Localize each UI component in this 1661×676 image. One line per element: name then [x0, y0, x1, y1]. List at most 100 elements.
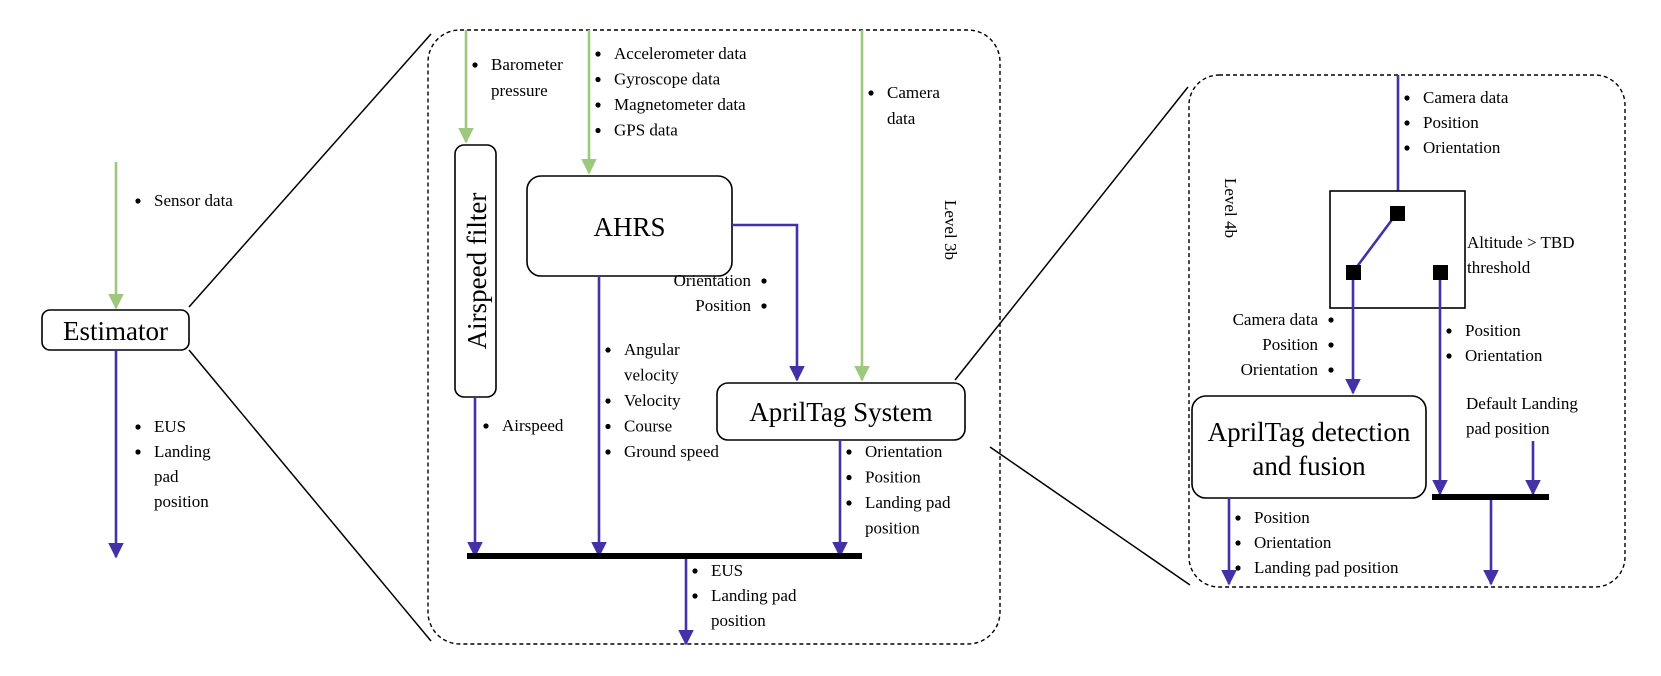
bullet-dot — [595, 51, 601, 57]
label-line: Default Landing — [1466, 394, 1578, 413]
zoom-line-top-4b — [954, 86, 1189, 381]
bullet-dot — [1404, 145, 1410, 151]
apriltag-detection-label-1: AprilTag detection — [1208, 417, 1411, 447]
label-line: position — [865, 519, 920, 538]
label-line: Altitude > TBD — [1467, 233, 1575, 252]
bullet-dot — [483, 423, 489, 429]
label-line: Sensor data — [154, 191, 233, 210]
bullet-dot — [846, 500, 852, 506]
bullet-dot — [595, 76, 601, 83]
bullet-dot — [761, 303, 767, 309]
label-line: Orientation — [1423, 138, 1501, 157]
bullet-dot — [1235, 540, 1241, 546]
bullet-dot — [595, 102, 601, 108]
switch-terminal-common — [1390, 206, 1405, 221]
label-line: Position — [1465, 321, 1521, 340]
label-line: Orientation — [1241, 360, 1319, 379]
label-line: Landing pad position — [1254, 558, 1399, 577]
bullet-dot — [1446, 353, 1452, 359]
level3b-container — [427, 29, 1001, 645]
label-line: Accelerometer data — [614, 44, 747, 63]
switch-terminal-left — [1346, 265, 1361, 280]
label-line: data — [887, 109, 916, 128]
level4b-label: Level 4b — [1221, 178, 1240, 238]
ahrs-to-apriltag-arrow — [732, 223, 805, 382]
label-line: Landing pad — [865, 493, 951, 512]
label-line: pad position — [1466, 419, 1550, 438]
zoom-line-bottom-4b — [989, 446, 1191, 586]
label-line: pad — [154, 467, 179, 486]
bullet-dot — [605, 423, 611, 430]
label-line: Orientation — [1254, 533, 1332, 552]
bullet-dot — [1328, 367, 1334, 373]
label-line: EUS — [154, 417, 186, 436]
level4b-container — [1188, 74, 1626, 588]
bullet-dot — [605, 449, 611, 455]
label-line: Landing pad — [711, 586, 797, 605]
label-line: Velocity — [624, 391, 681, 410]
bullet-dot — [1404, 95, 1410, 101]
level3b-label: Level 3b — [941, 200, 960, 260]
zoom-line-top — [188, 33, 432, 308]
label-line: Orientation — [674, 271, 752, 290]
bullet-dot — [868, 90, 874, 96]
bullet-dot — [605, 347, 611, 353]
switch-terminal-right — [1433, 265, 1448, 280]
label-line: Angular — [624, 340, 680, 359]
label-line: GPS data — [614, 121, 678, 140]
label-group-switch-condition: Altitude > TBD threshold — [1467, 233, 1575, 277]
bullet-dot — [846, 474, 852, 481]
label-line: Gyroscope data — [614, 70, 721, 89]
label-line: Position — [1254, 508, 1310, 527]
bullet-dot — [605, 398, 611, 404]
bullet-dot — [135, 449, 141, 455]
switch-lever — [1351, 212, 1399, 273]
label-line: Orientation — [1465, 346, 1543, 365]
bullet-dot — [135, 424, 141, 430]
label-line: Airspeed — [502, 416, 564, 435]
label-group-default-landing: Default Landing pad position — [1466, 394, 1578, 438]
apriltag-system-label: AprilTag System — [749, 397, 932, 427]
bullet-dot — [135, 198, 141, 204]
bullet-dot — [1328, 317, 1334, 323]
label-line: Camera — [887, 83, 940, 102]
label-line: Position — [1423, 113, 1479, 132]
bullet-dot — [1328, 342, 1334, 348]
label-line: Magnetometer data — [614, 95, 746, 114]
bullet-dot — [595, 127, 601, 134]
estimator-label: Estimator — [63, 316, 168, 346]
label-line: Camera data — [1233, 310, 1319, 329]
label-line: EUS — [711, 561, 743, 580]
bullet-dot — [1235, 565, 1241, 571]
bullet-dot — [692, 593, 698, 599]
bullet-dot — [761, 278, 767, 284]
label-group-airspeed: Airspeed — [483, 416, 564, 435]
label-line: Position — [1262, 335, 1318, 354]
label-line: Course — [624, 417, 672, 436]
label-line: Orientation — [865, 442, 943, 461]
label-line: Camera data — [1423, 88, 1509, 107]
label-line: position — [711, 611, 766, 630]
bullet-dot — [1404, 120, 1410, 126]
label-group-camera-l3: Camera data — [868, 83, 940, 128]
apriltag-detection-node — [1191, 395, 1427, 499]
label-line: Barometer — [491, 55, 563, 74]
bullet-dot — [846, 449, 852, 455]
bullet-dot — [1446, 328, 1452, 334]
label-line: Landing — [154, 442, 211, 461]
label-line: pressure — [491, 81, 548, 100]
bullet-dot — [1235, 515, 1241, 521]
label-line: position — [154, 492, 209, 511]
airspeed-filter-label: Airspeed filter — [462, 193, 492, 350]
label-line: Position — [695, 296, 751, 315]
apriltag-detection-label-2: and fusion — [1252, 451, 1366, 481]
label-line: threshold — [1467, 258, 1531, 277]
